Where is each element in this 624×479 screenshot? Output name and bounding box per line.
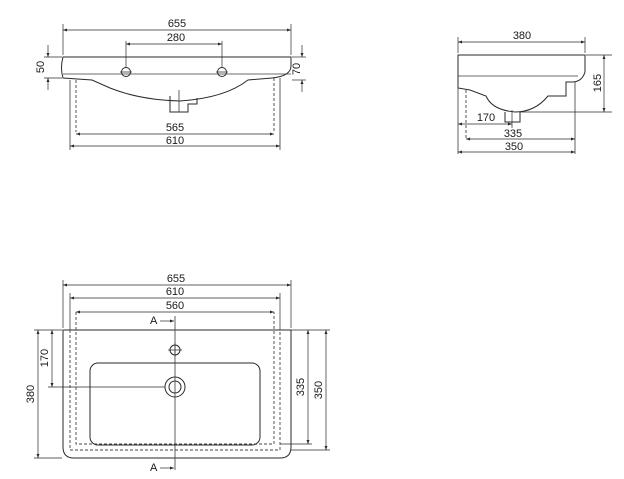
- side-dim-380: 380: [513, 30, 531, 42]
- front-dim-70: 70: [291, 63, 303, 75]
- section-label-top: A: [150, 315, 158, 327]
- side-dim-350: 350: [505, 141, 523, 153]
- side-drain: [504, 112, 521, 123]
- front-dim-610: 610: [166, 135, 184, 147]
- side-dim-170: 170: [477, 112, 495, 124]
- top-dim-560: 560: [166, 300, 184, 312]
- top-dim-655: 655: [167, 273, 185, 285]
- front-inner-cabinet: [75, 78, 275, 132]
- front-cabinet-outline: [69, 78, 281, 150]
- top-view: 655 610 560 A A 380 170 335 350: [25, 273, 330, 474]
- side-view: 380 165 170 335 350: [457, 30, 612, 154]
- side-dim-335: 335: [504, 128, 522, 140]
- top-basin-outline: [62, 329, 292, 459]
- top-dim-610: 610: [166, 286, 184, 298]
- side-dim-165: 165: [592, 74, 604, 92]
- top-dim-335: 335: [295, 378, 307, 396]
- front-dim-565: 565: [166, 122, 184, 134]
- top-dim-170: 170: [39, 349, 51, 367]
- top-dim-380: 380: [25, 385, 37, 403]
- section-label-bottom: A: [150, 462, 158, 474]
- top-dim-350: 350: [313, 381, 325, 399]
- front-view: 655 280 50 70 565 610: [35, 18, 306, 150]
- front-dim-655: 655: [168, 18, 186, 30]
- side-basin-outline: [457, 54, 586, 113]
- front-drain: [169, 96, 198, 113]
- front-dim-280: 280: [167, 32, 185, 44]
- front-dim-50: 50: [35, 61, 47, 73]
- front-basin-outline: [61, 56, 292, 102]
